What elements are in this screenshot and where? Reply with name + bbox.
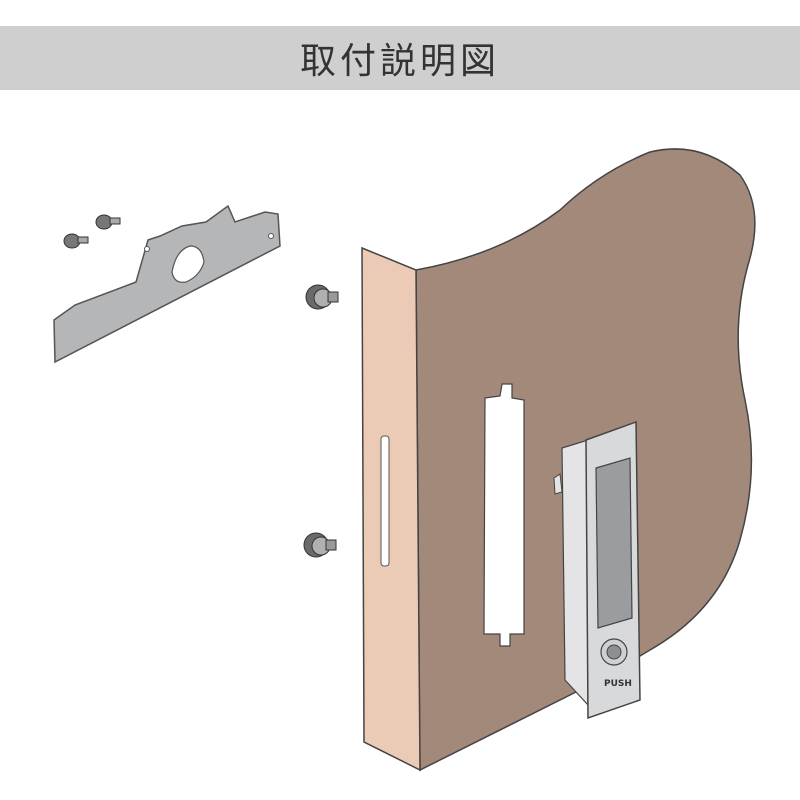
mounting-plate xyxy=(53,204,281,364)
handle-button xyxy=(600,638,628,666)
screw-upper xyxy=(305,284,339,310)
handle-hook xyxy=(553,473,563,495)
screw-small-2 xyxy=(95,214,121,230)
screw-small-1 xyxy=(63,233,89,249)
title-bar: 取付説明図 xyxy=(0,26,800,90)
handle-window xyxy=(595,457,633,629)
handle-body xyxy=(561,439,589,707)
push-label: PUSH xyxy=(604,679,632,689)
door-edge xyxy=(361,246,421,772)
door-cutout xyxy=(483,383,525,647)
page-title: 取付説明図 xyxy=(299,41,500,82)
edge-slot xyxy=(380,435,390,567)
screw-lower xyxy=(303,532,337,558)
